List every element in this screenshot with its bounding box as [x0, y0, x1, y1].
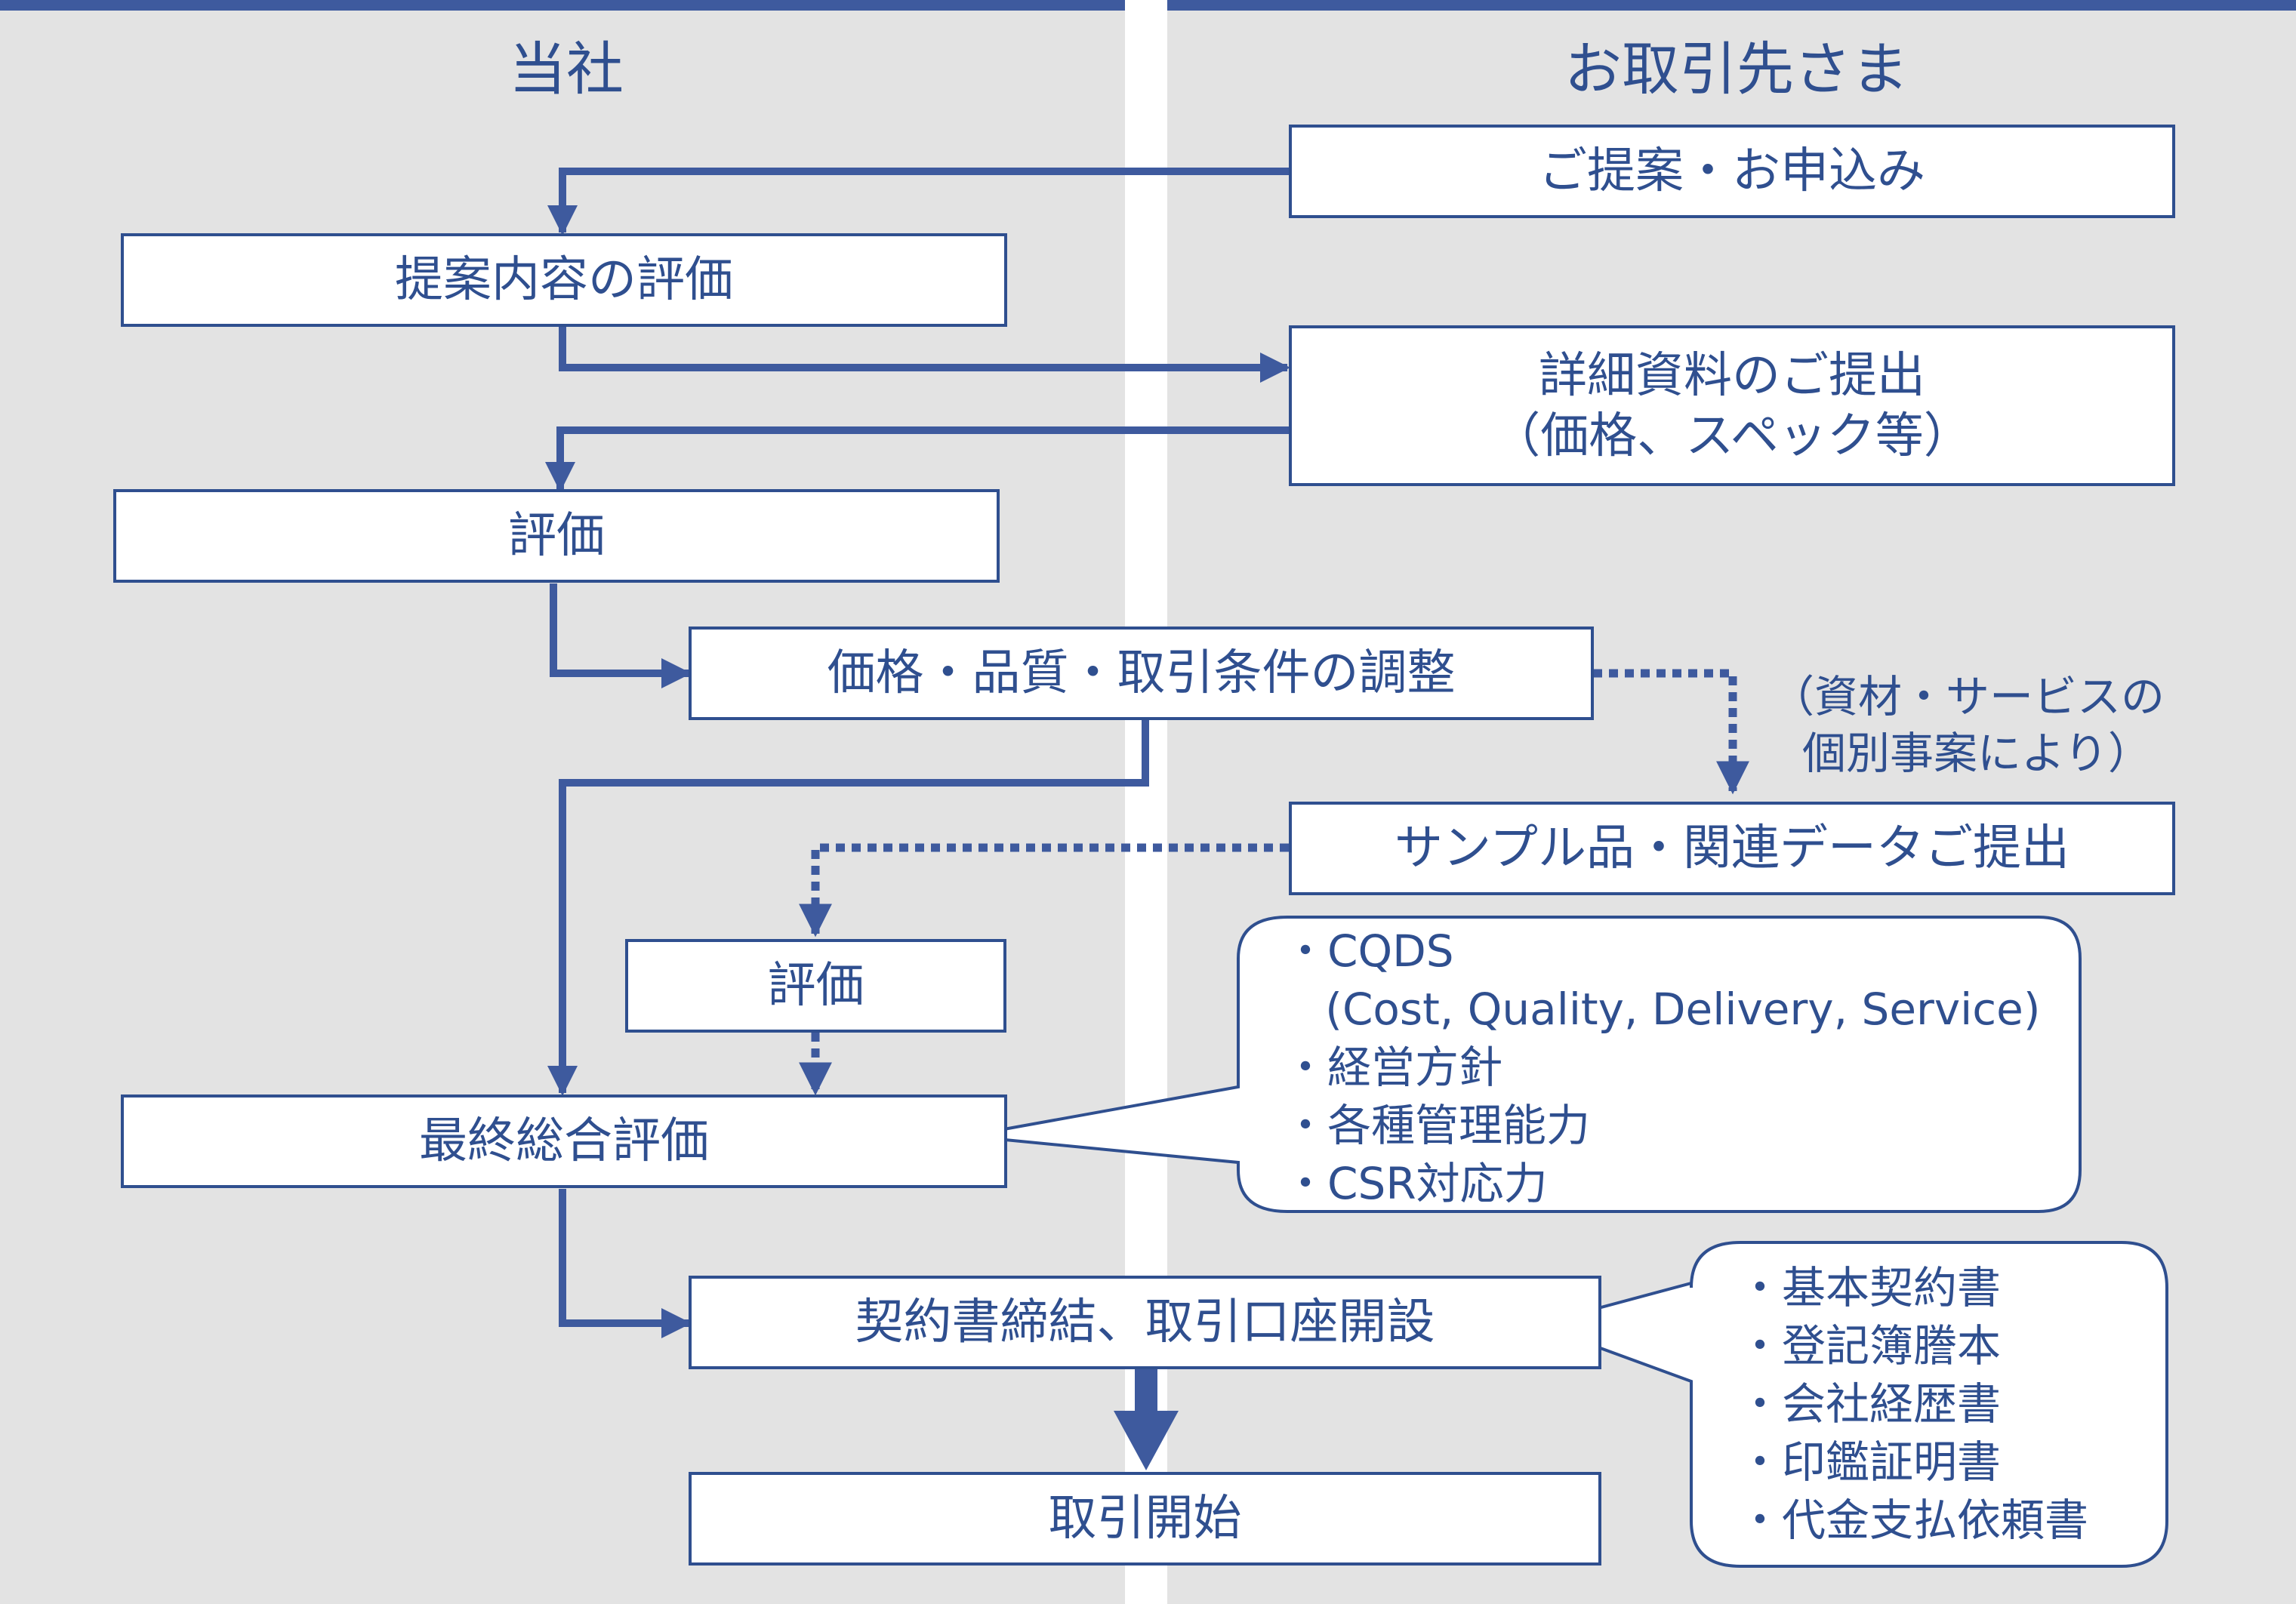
lane-our-company-title: 当社 — [509, 35, 624, 103]
document-item: ・印鑑証明書 — [1738, 1436, 2002, 1488]
step-adjust-terms: 価格・品質・取引条件の調整 — [689, 627, 1594, 720]
document-item: ・会社経歴書 — [1738, 1378, 2002, 1430]
step-proposal-label: ご提案・お申込み — [1539, 143, 1925, 199]
criteria-item: (Cost, Quality, Delivery, Service) — [1284, 984, 2041, 1035]
evaluation-criteria-list: ・CQDS (Cost, Quality, Delivery, Service)… — [1284, 922, 2040, 1213]
step-contract-label: 契約書締結、取引口座開設 — [855, 1295, 1435, 1350]
case-note-line1: （資材・サービスの — [1771, 671, 2165, 722]
step-start-trading-label: 取引開始 — [1048, 1491, 1242, 1547]
step-detail-documents: 詳細資料のご提出 （価格、スペック等） — [1289, 325, 2175, 486]
arrow-proposal-to-evaluation — [547, 168, 1289, 236]
step-adjust-terms-label: 価格・品質・取引条件の調整 — [827, 645, 1456, 701]
lane-our-company-header-bar — [0, 0, 1125, 11]
arrow-eval-to-adjust — [550, 583, 692, 688]
documents-callout-bubble — [1531, 1241, 2168, 1568]
step-evaluation-2: 評価 — [625, 939, 1006, 1033]
step-evaluation-2-label: 評価 — [767, 958, 864, 1014]
step-detail-documents-line2: （価格、スペック等） — [1492, 408, 1972, 464]
criteria-callout-bubble — [966, 916, 2082, 1213]
arrow-evaluation-to-detail-docs — [559, 327, 1290, 383]
step-evaluation-1-label: 評価 — [508, 508, 605, 564]
document-item: ・基本契約書 — [1738, 1262, 2002, 1313]
case-note-line2: 個別事案により） — [1802, 728, 2152, 780]
step-proposal-evaluation-label: 提案内容の評価 — [395, 252, 733, 308]
step-detail-documents-line1: 詳細資料のご提出 — [1539, 347, 1925, 404]
arrow-final-evaluation-to-contract — [559, 1189, 692, 1338]
lane-business-partner-header-bar — [1167, 0, 2296, 11]
thick-arrow-contract-to-start — [1114, 1368, 1179, 1470]
step-start-trading: 取引開始 — [689, 1472, 1601, 1566]
case-note: （資材・サービスの 個別事案により） — [1771, 669, 2165, 783]
criteria-item: ・経営方針 — [1284, 1042, 1503, 1093]
document-item: ・登記簿謄本 — [1738, 1320, 2002, 1372]
lane-business-partner-title: お取引先さま — [1564, 35, 1909, 103]
step-proposal-evaluation: 提案内容の評価 — [121, 233, 1007, 327]
required-documents-list: ・基本契約書 ・登記簿謄本 ・会社経歴書 ・印鑑証明書 ・代金支払依頼書 — [1738, 1259, 2088, 1550]
criteria-item: ・CQDS — [1284, 925, 1454, 977]
arrow-detail-docs-to-eval — [545, 426, 1289, 492]
dotted-arrow-sample-to-eval — [799, 843, 1289, 937]
step-final-evaluation: 最終総合評価 — [121, 1094, 1007, 1188]
step-contract: 契約書締結、取引口座開設 — [689, 1276, 1601, 1369]
criteria-item: ・各種管理能力 — [1284, 1100, 1591, 1151]
arrow-adjust-to-final-evaluation — [547, 719, 1149, 1096]
document-item: ・代金支払依頼書 — [1738, 1495, 2089, 1546]
criteria-item: ・CSR対応力 — [1284, 1158, 1548, 1209]
step-sample-submission: サンプル品・関連データご提出 — [1289, 802, 2175, 895]
step-sample-submission-label: サンプル品・関連データご提出 — [1394, 820, 2070, 876]
step-final-evaluation-label: 最終総合評価 — [419, 1113, 709, 1169]
dotted-arrow-adjust-to-sample — [1593, 669, 1749, 795]
step-evaluation-1: 評価 — [113, 489, 1000, 583]
step-proposal: ご提案・お申込み — [1289, 125, 2175, 218]
